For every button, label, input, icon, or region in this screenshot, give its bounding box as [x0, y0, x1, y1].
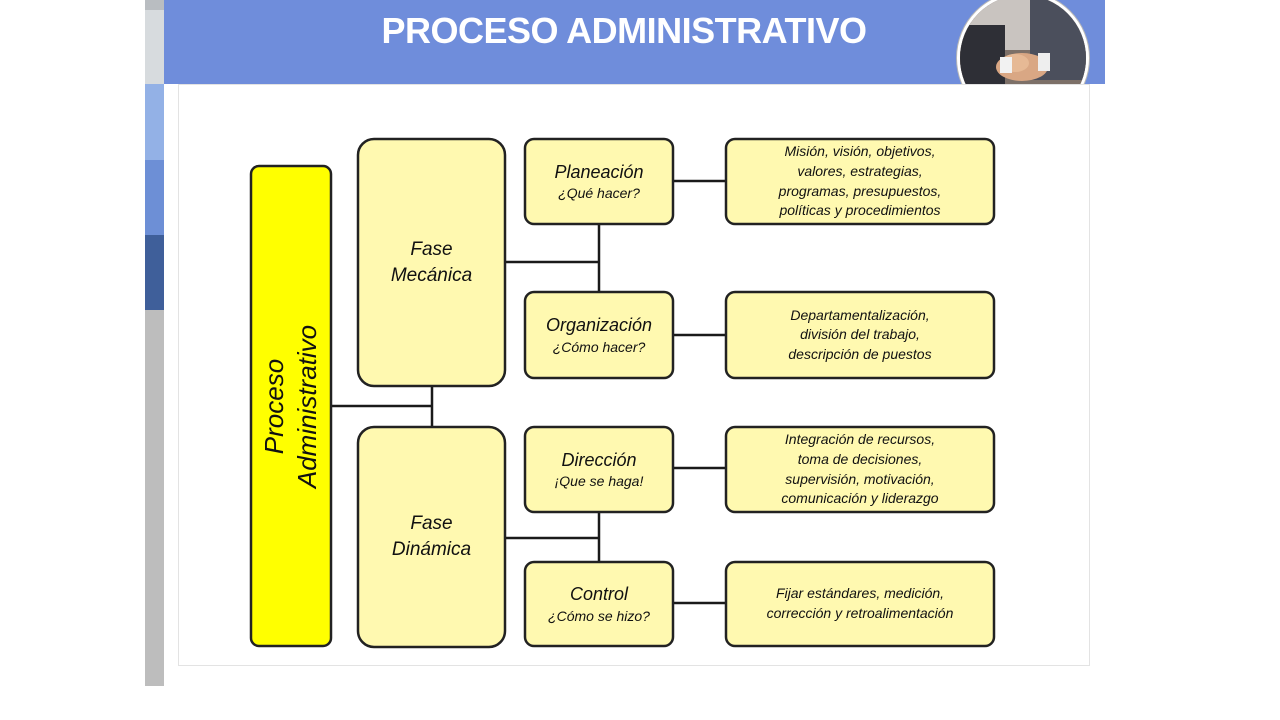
side-strip-segment	[145, 84, 164, 160]
detail-text-planeacion: Misión, visión, objetivos, valores, estr…	[726, 139, 994, 224]
detail-line: políticas y procedimientos	[779, 202, 941, 219]
detail-line: valores, estrategias,	[797, 162, 923, 179]
function-label-organizacion: Organización ¿Cómo hacer?	[525, 292, 673, 378]
detail-line: programas, presupuestos,	[778, 182, 942, 199]
main-label-line: Administrativo	[292, 324, 322, 488]
function-name: Organización	[545, 315, 653, 336]
function-name: Control	[569, 584, 629, 605]
detail-line: supervisión, motivación,	[785, 470, 935, 487]
detail-box-organizacion	[724, 290, 996, 380]
side-strip-segment	[145, 160, 164, 235]
detail-line: Integración de recursos,	[784, 431, 936, 448]
function-label-direccion: Dirección ¡Que se haga!	[525, 427, 673, 512]
function-box-control	[523, 560, 675, 648]
main-process-label: Proceso Administrativo	[251, 166, 331, 646]
detail-line: Fijar estándares, medición,	[775, 585, 945, 602]
detail-line: división del trabajo,	[800, 326, 920, 343]
detail-line: descripción de puestos	[788, 345, 932, 362]
detail-text-direccion: Integración de recursos, toma de decisio…	[726, 427, 994, 512]
detail-box-control	[724, 560, 996, 648]
function-label-planeacion: Planeación ¿Qué hacer?	[525, 139, 673, 224]
detail-text-control: Fijar estándares, medición, corrección y…	[726, 562, 994, 646]
function-box-organizacion	[523, 290, 675, 380]
function-question: ¿Cómo se hizo?	[548, 607, 650, 624]
detail-line: corrección y retroalimentación	[766, 605, 954, 621]
detail-line: toma de decisiones,	[797, 450, 923, 467]
side-strip-segment	[145, 310, 164, 686]
function-label-control: Control ¿Cómo se hizo?	[525, 562, 673, 646]
function-name: Dirección	[561, 449, 637, 470]
function-question: ¿Cómo hacer?	[552, 338, 646, 355]
function-name: Planeación	[554, 161, 644, 182]
detail-line: comunicación y liderazgo	[781, 490, 939, 507]
main-label-line: Proceso	[259, 358, 290, 454]
detail-text-organizacion: Departamentalización, división del traba…	[726, 292, 994, 378]
detail-line: Misión, visión, objetivos,	[784, 143, 936, 160]
phase-label-line: Dinámica	[391, 539, 472, 560]
side-strip-segment	[145, 235, 164, 310]
phase-label-line: Fase	[410, 238, 453, 260]
detail-box-planeacion	[724, 137, 996, 226]
detail-line: Departamentalización,	[790, 306, 930, 323]
phase-label-line: Fase	[410, 513, 453, 535]
phase-label-mecanica: Fase Mecánica	[358, 139, 505, 386]
page-title: PROCESO ADMINISTRATIVO	[381, 10, 867, 51]
phase-label-line: Mecánica	[390, 264, 473, 286]
function-box-planeacion	[523, 137, 675, 226]
phase-box-mecanica	[356, 137, 507, 388]
function-question: ¿Qué hacer?	[558, 185, 640, 202]
function-box-direccion	[523, 425, 675, 514]
side-strip-segment	[145, 0, 164, 10]
function-question: ¡Que se haga!	[554, 473, 644, 490]
detail-box-direccion	[724, 425, 996, 514]
phase-box-dinamica	[356, 425, 507, 649]
main-process-box	[249, 164, 333, 648]
side-strip-segment	[145, 10, 164, 84]
header-bar: PROCESO ADMINISTRATIVO	[164, 0, 1105, 84]
phase-label-dinamica: Fase Dinámica	[358, 427, 505, 647]
